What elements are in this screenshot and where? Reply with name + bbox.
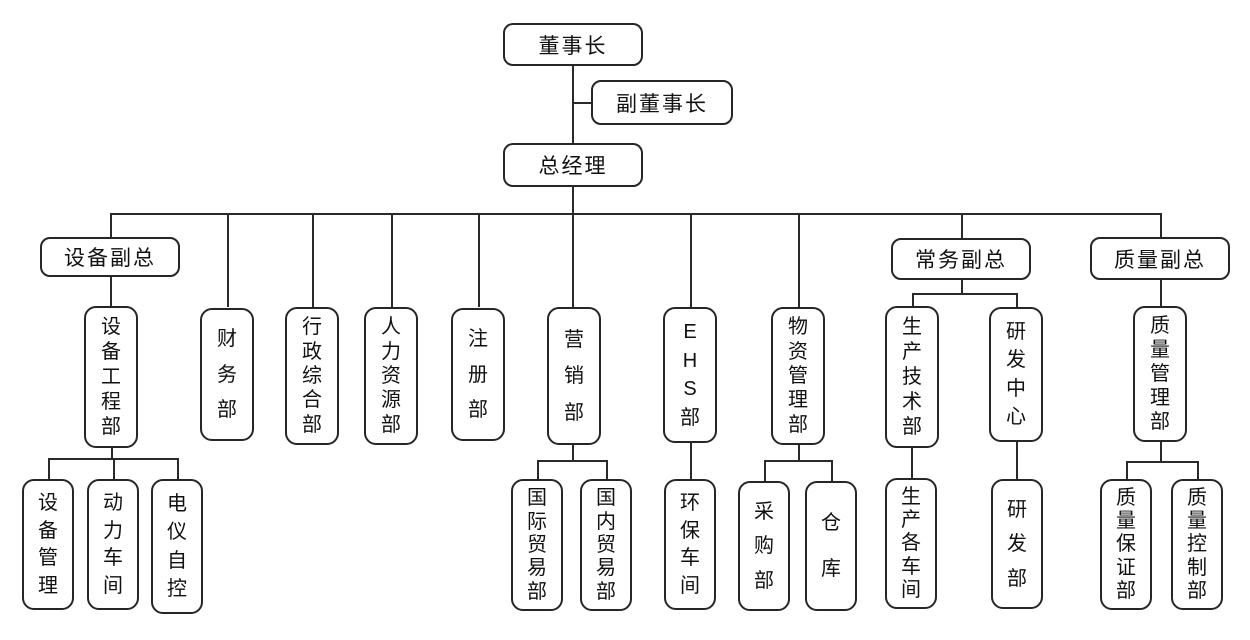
connector-line — [537, 460, 539, 479]
node-equipment-engineering-dept: 设备工程部 — [84, 306, 138, 448]
node-quality-management-dept: 质量管理部 — [1133, 306, 1187, 442]
node-vice-chairman: 副董事长 — [591, 80, 733, 125]
node-procurement-dept: 采购部 — [738, 481, 790, 611]
connector-line — [831, 460, 833, 481]
node-quality-vp: 质量副总 — [1090, 237, 1230, 280]
node-finance-dept: 财务部 — [200, 308, 254, 441]
connector-line — [690, 443, 692, 479]
node-rnd-dept: 研发部 — [991, 479, 1043, 609]
node-production-technology-dept: 生产技术部 — [885, 306, 939, 448]
node-power-workshop: 动力车间 — [87, 479, 139, 610]
connector-line — [912, 293, 1016, 295]
connector-line — [798, 213, 800, 307]
node-executive-vp: 常务副总 — [891, 238, 1031, 280]
connector-line — [391, 213, 393, 307]
node-general-manager: 总经理 — [503, 143, 643, 187]
connector-line — [48, 458, 50, 479]
connector-line — [1160, 442, 1162, 461]
connector-line — [1016, 293, 1018, 307]
node-warehouse: 仓库 — [805, 481, 857, 611]
connector-line — [572, 66, 574, 143]
connector-line — [961, 280, 963, 293]
connector-line — [911, 448, 913, 479]
node-electrical-instrument-control: 电仪自控 — [151, 479, 203, 614]
node-rnd-center: 研发中心 — [989, 307, 1043, 442]
connector-line — [798, 445, 800, 460]
connector-line — [1197, 461, 1199, 479]
node-equipment-vp: 设备副总 — [40, 237, 180, 277]
connector-line — [537, 460, 606, 462]
connector-line — [110, 277, 112, 306]
node-environmental-workshop: 环保车间 — [664, 479, 716, 610]
node-chairman: 董事长 — [503, 23, 643, 66]
connector-line — [48, 458, 177, 460]
connector-line — [1160, 280, 1162, 306]
connector-line — [312, 213, 314, 307]
connector-line — [961, 213, 963, 238]
node-registration-dept: 注册部 — [451, 308, 505, 441]
node-quality-control-dept: 质量控制部 — [1171, 479, 1223, 610]
connector-line — [1126, 461, 1128, 479]
node-production-workshops: 生产各车间 — [885, 478, 937, 609]
connector-line — [606, 460, 608, 479]
connector-line — [764, 460, 831, 462]
connector-line — [690, 213, 692, 307]
connector-line — [227, 213, 229, 307]
connector-line — [764, 460, 766, 481]
connector-line — [478, 213, 480, 307]
connector-line — [1160, 213, 1162, 237]
connector-line — [572, 187, 574, 213]
connector-line — [1126, 461, 1197, 463]
connector-line — [912, 293, 914, 306]
connector-line — [110, 213, 1160, 215]
node-quality-assurance-dept: 质量保证部 — [1100, 479, 1152, 610]
node-marketing-dept: 营销部 — [547, 307, 601, 445]
node-admin-general-dept: 行政综合部 — [285, 307, 339, 445]
connector-line — [1016, 442, 1018, 479]
node-international-trade-dept: 国际贸易部 — [511, 479, 563, 611]
node-domestic-trade-dept: 国内贸易部 — [580, 479, 632, 611]
node-hr-dept: 人力资源部 — [364, 307, 418, 445]
connector-line — [572, 102, 592, 104]
connector-line — [111, 448, 113, 458]
connector-line — [177, 458, 179, 479]
node-equipment-management: 设备管理 — [22, 479, 74, 610]
connector-line — [572, 445, 574, 460]
connector-line — [113, 458, 115, 479]
node-materials-management-dept: 物资管理部 — [771, 307, 825, 445]
connector-line — [572, 213, 574, 307]
connector-line — [110, 213, 112, 237]
